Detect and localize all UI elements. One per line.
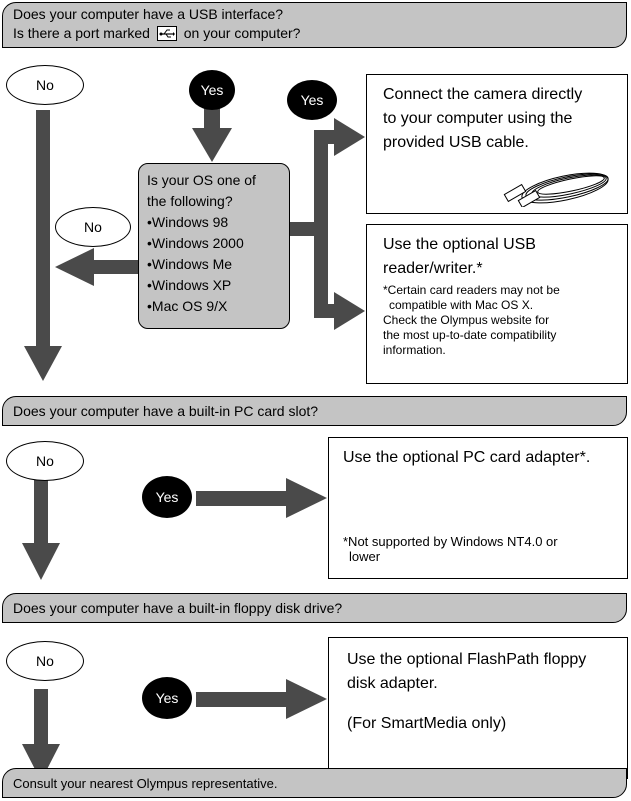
no-oval-usb: No — [6, 65, 84, 105]
flashpath-line1: Use the optional FlashPath floppy — [347, 651, 587, 668]
usb-reader-box: Use the optional USB reader/writer.* *Ce… — [366, 224, 628, 384]
branch-stub — [289, 222, 319, 236]
usb-reader-line2: reader/writer.* — [383, 260, 483, 277]
flashpath-line2: disk adapter. — [347, 675, 438, 692]
os-item: •Windows 2000 — [147, 235, 244, 251]
floppy-question-banner: Does your computer have a built-in flopp… — [2, 593, 627, 623]
os-question-line1: Is your OS one of — [147, 172, 256, 188]
os-question-line2: the following? — [147, 193, 233, 209]
usb-question-banner: Does your computer have a USB interface?… — [2, 2, 627, 48]
usb-reader-note3: Check the Olympus website for — [383, 313, 550, 327]
usb-direct-line3: provided USB cable. — [383, 134, 529, 151]
arrow-head-usb-reader — [334, 292, 365, 330]
os-item: •Windows 98 — [147, 214, 229, 230]
usb-question-line2: Is there a port marked on your computer? — [13, 24, 616, 46]
arrow-shaft-no-floppy — [34, 689, 48, 746]
arrow-shaft-os-no — [92, 260, 139, 274]
arrow-shaft-no-usb — [36, 110, 50, 348]
usb-direct-box: Connect the camera directly to your comp… — [366, 74, 628, 214]
os-item: •Windows Me — [147, 256, 233, 272]
arrow-head-yes-pccard — [286, 478, 327, 518]
no-oval-pccard: No — [6, 441, 84, 481]
usb-port-icon — [156, 26, 177, 46]
no-oval-floppy: No — [6, 641, 84, 681]
arrow-head-yes-floppy — [286, 679, 327, 719]
yes-dot-usb: Yes — [189, 70, 235, 110]
usb-question-line1: Does your computer have a USB interface? — [13, 6, 284, 22]
pccard-question-text: Does your computer have a built-in PC ca… — [13, 403, 319, 419]
flashpath-adapter-box: Use the optional FlashPath floppy disk a… — [328, 637, 628, 779]
usb-direct-line2: to your computer using the — [383, 110, 573, 127]
branch-bottom — [314, 304, 338, 318]
usb-reader-note1: *Certain card readers may not be — [383, 283, 560, 297]
os-question-box: Is your OS one of the following? •Window… — [138, 163, 290, 329]
arrow-head-no-floppy — [22, 744, 60, 781]
arrow-head-yes-os — [192, 128, 232, 162]
yes-dot-floppy: Yes — [142, 677, 192, 719]
floppy-question-text: Does your computer have a built-in flopp… — [13, 600, 343, 616]
arrow-shaft-yes-pccard — [196, 491, 289, 506]
pccard-note: *Not supported by Windows NT4.0 or lower — [343, 534, 558, 564]
arrow-head-no-pccard — [22, 543, 60, 580]
os-item: •Mac OS 9/X — [147, 298, 228, 314]
yes-dot-os: Yes — [287, 80, 337, 120]
consult-text: Consult your nearest Olympus representat… — [13, 776, 278, 791]
arrow-shaft-yes-floppy — [196, 692, 289, 707]
arrow-shaft-yes-os — [204, 106, 220, 130]
usb-reader-note2: compatible with Mac OS X. — [389, 298, 534, 312]
usb-cable-icon — [503, 172, 609, 207]
usb-reader-line1: Use the optional USB — [383, 236, 536, 253]
arrow-head-usb-direct — [334, 118, 365, 156]
arrow-head-os-no — [55, 248, 94, 286]
usb-direct-line1: Connect the camera directly — [383, 86, 583, 103]
no-oval-os: No — [55, 207, 131, 247]
pccard-question-banner: Does your computer have a built-in PC ca… — [2, 396, 627, 426]
pccard-title: Use the optional PC card adapter*. — [343, 449, 591, 466]
usb-reader-note5: information. — [383, 343, 446, 357]
yes-dot-pccard: Yes — [142, 476, 192, 518]
branch-top — [314, 130, 338, 144]
branch-vertical — [314, 130, 328, 318]
consult-banner: Consult your nearest Olympus representat… — [2, 768, 627, 798]
pccard-adapter-box: Use the optional PC card adapter*. *Not … — [328, 437, 628, 579]
usb-reader-note4: the most up-to-date compatibility — [383, 328, 557, 342]
arrow-head-no-usb — [24, 346, 62, 381]
flashpath-line3: (For SmartMedia only) — [347, 715, 507, 732]
os-item: •Windows XP — [147, 277, 232, 293]
